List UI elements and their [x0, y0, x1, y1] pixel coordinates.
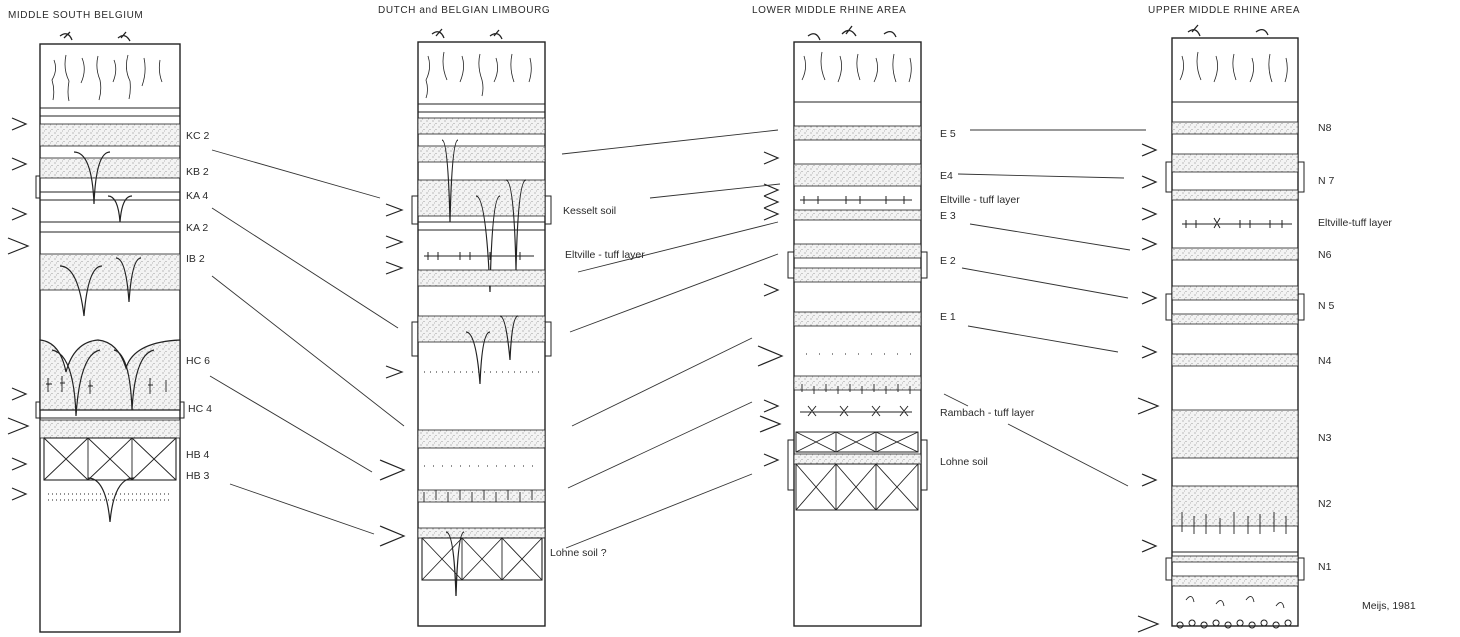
label-hc4: HC 4: [188, 403, 212, 415]
label-n2: N2: [1318, 498, 1332, 510]
label-rambach-tuff: Rambach - tuff layer: [940, 407, 1035, 419]
label-lohne-soil-lower-rhine: Lohne soil: [940, 456, 988, 468]
label-e3: E 3: [940, 210, 956, 222]
label-n7: N 7: [1318, 175, 1335, 187]
label-n3: N3: [1318, 432, 1332, 444]
label-eltville-tuff-lower-rhine: Eltville - tuff layer: [940, 194, 1020, 206]
header-upper-middle-rhine: UPPER MIDDLE RHINE AREA: [1148, 5, 1300, 16]
label-e5: E 5: [940, 128, 956, 140]
label-hc6: HC 6: [186, 355, 210, 367]
label-eltville-tuff-limbourg: Eltville - tuff layer: [565, 249, 645, 261]
label-e1: E 1: [940, 311, 956, 323]
header-middle-south-belgium: MIDDLE SOUTH BELGIUM: [8, 10, 143, 21]
label-ka4: KA 4: [186, 190, 208, 202]
label-n4: N4: [1318, 355, 1332, 367]
column-lower-middle-rhine: [758, 26, 927, 626]
credit: Meijs, 1981: [1362, 600, 1416, 612]
column-dutch-belgian-limbourg: [380, 29, 551, 626]
label-hb4: HB 4: [186, 449, 210, 461]
label-e4: E4: [940, 170, 953, 182]
column-middle-south-belgium: [8, 32, 184, 632]
label-ib2: IB 2: [186, 253, 205, 265]
label-n8: N8: [1318, 122, 1332, 134]
header-dutch-belgian-limbourg: DUTCH and BELGIAN LIMBOURG: [378, 5, 550, 16]
label-hb3: HB 3: [186, 470, 210, 482]
label-kc2: KC 2: [186, 130, 210, 142]
label-ka2: KA 2: [186, 222, 208, 234]
label-n1: N1: [1318, 561, 1332, 573]
label-n6: N6: [1318, 249, 1332, 261]
correlation-lines: [210, 130, 1146, 548]
column-upper-middle-rhine: [1138, 25, 1304, 632]
header-lower-middle-rhine: LOWER MIDDLE RHINE AREA: [752, 5, 906, 16]
label-e2: E 2: [940, 255, 956, 267]
label-lohne-soil-limbourg: Lohne soil ?: [550, 547, 607, 559]
label-kb2: KB 2: [186, 166, 209, 178]
label-n5: N 5: [1318, 300, 1335, 312]
label-kesselt-soil: Kesselt soil: [563, 205, 616, 217]
label-eltville-tuff-upper-rhine: Eltville-tuff layer: [1318, 217, 1392, 229]
